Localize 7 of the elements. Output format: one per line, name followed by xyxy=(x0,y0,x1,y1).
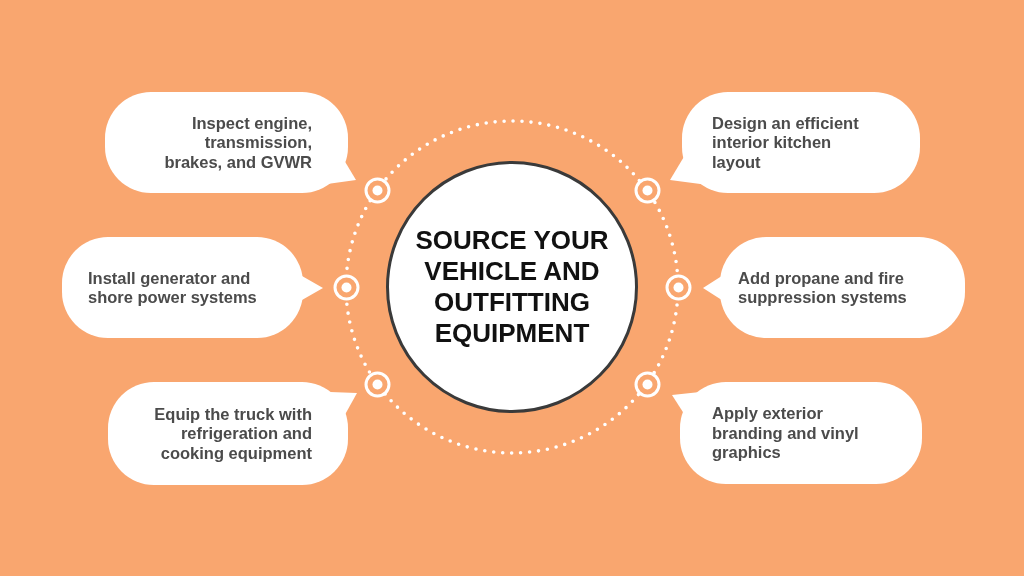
bubble-text: Inspect engine, transmission, brakes, and GVWR xyxy=(163,113,312,172)
bubble-text: Equip the truck with refrigeration and cooking equipment xyxy=(153,404,312,463)
bubble-text: Add propane and fire suppression systems xyxy=(738,268,908,307)
bubble-text: Install generator and shore power systems xyxy=(88,268,258,307)
bubble-text: Design an efficient interior kitchen layout xyxy=(712,113,860,172)
center-title: SOURCE YOUR VEHICLE AND OUTFITTING EQUIPMENT xyxy=(414,225,610,349)
bubble-text: Apply exterior branding and vinyl graphics xyxy=(712,403,860,463)
